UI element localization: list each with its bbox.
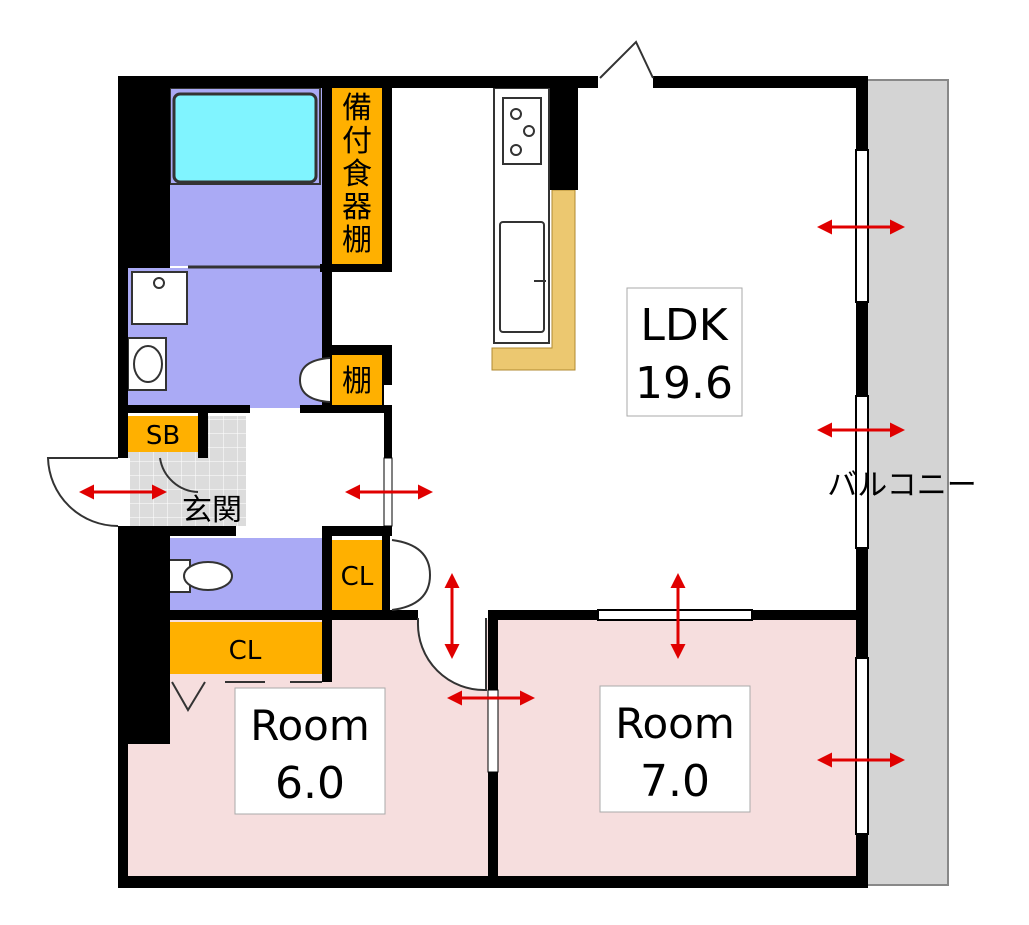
burner-icon-2 (523, 125, 535, 137)
dish-cabinet-char-1: 備 (342, 91, 372, 126)
closet-toilet-side (332, 540, 382, 610)
top-door-gap (598, 76, 653, 88)
outer-wall-top (118, 76, 868, 88)
room6-size: 6.0 (275, 758, 345, 809)
dish-cabinet-char-4: 器 (342, 190, 372, 225)
wall-mid-horizontal-2 (488, 610, 598, 620)
balcony-label: バルコニー (827, 468, 976, 503)
wall-closet-right (322, 620, 332, 682)
wall-hall-right (384, 413, 392, 458)
wall-sb-right (198, 413, 208, 458)
shoe-box-label: SB (146, 421, 180, 451)
outer-wall-left-bottom (118, 744, 128, 888)
wall-wash-bottom-2 (300, 405, 392, 413)
room7-label: Room (615, 699, 735, 748)
kitchen-sink (499, 221, 545, 333)
window-room-7 (855, 657, 869, 835)
wall-toilet-right (322, 526, 332, 622)
bathtub (172, 92, 318, 184)
room7-label-box (599, 685, 751, 813)
room6-label-box (234, 687, 386, 815)
room6-label: Room (250, 701, 370, 750)
wall-toilet-top (168, 526, 236, 536)
dish-cabinet-char-2: 付 (342, 124, 372, 159)
room7-size: 7.0 (640, 756, 710, 807)
wall-rooms-divider-low (488, 772, 498, 882)
outer-wall-left-low (118, 526, 170, 744)
burner-icon-3 (510, 144, 522, 156)
wall-wash-bottom (128, 405, 250, 413)
kitchen-wall (550, 86, 578, 190)
ldk-label: LDK (640, 300, 728, 351)
closet-toilet-label: CL (341, 562, 374, 592)
shelf-storage (332, 355, 382, 405)
wall-cl-right (382, 536, 390, 612)
wall-shelf-top (330, 345, 390, 355)
entrance-label: 玄関 (182, 493, 242, 528)
outer-wall-left-mid (118, 268, 128, 458)
wall-mid-horizontal (128, 610, 418, 620)
burner-icon (510, 108, 522, 120)
closet-cl-door[interactable] (391, 539, 432, 611)
sliding-door-ldk-room7[interactable] (597, 609, 753, 621)
cooktop (502, 97, 542, 165)
top-door-swing[interactable] (599, 40, 654, 79)
wall-mid-horizontal-3 (752, 610, 862, 620)
wall-toilet-top-2 (322, 526, 392, 536)
outer-wall-left-upper (118, 76, 170, 268)
dish-cabinet-char-5: 棚 (342, 223, 372, 258)
shelf-door-gap (384, 385, 392, 405)
closet-room-door[interactable] (171, 681, 322, 712)
shelf-label: 棚 (342, 364, 372, 399)
shoe-box-over-tile (128, 416, 198, 452)
closet-room (168, 622, 323, 674)
ldk-size: 19.6 (635, 358, 733, 409)
wall-dish-right (382, 86, 392, 266)
closet-room-label: CL (229, 636, 262, 666)
dish-cabinet (332, 86, 382, 266)
toilet-bowl (183, 561, 233, 591)
wall-wash-right (322, 268, 332, 408)
ldk-floor (390, 86, 860, 611)
wall-bath-bottom (320, 264, 392, 272)
wall-rooms-divider (488, 610, 498, 690)
shelf-door[interactable] (298, 357, 331, 403)
balcony-area (859, 79, 949, 886)
basin-bowl (133, 345, 163, 383)
sliding-door-rooms[interactable] (487, 689, 499, 773)
entrance-inner-door-swing[interactable] (159, 457, 199, 493)
wall-shelf-right (382, 345, 392, 411)
wall-bath-vertical (322, 86, 332, 268)
ldk-label-box (626, 287, 743, 417)
drain-icon (153, 277, 165, 289)
dish-cabinet-char-3: 食 (342, 157, 372, 192)
